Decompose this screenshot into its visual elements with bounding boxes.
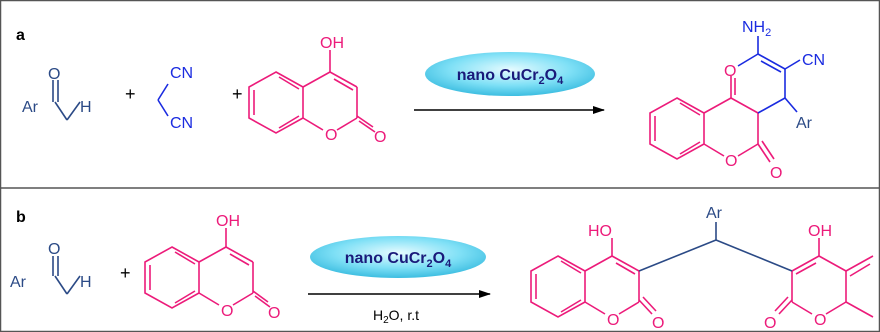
panel-b-product-bridge	[638, 222, 793, 272]
panel-b-conditions: H2O, r.t	[373, 307, 419, 326]
panel-a-malononitrile	[157, 83, 169, 117]
panel-a-catalyst-label: nano CuCr2O4	[457, 67, 564, 87]
panel-a-cn-bottom: CN	[170, 115, 193, 132]
panel-a-hydroxycoumarin	[248, 50, 376, 134]
panel-a-aldehyde-o: O	[48, 66, 60, 83]
panel-b-product-oh: OH	[808, 223, 832, 240]
panel-b-aldehyde-ar: Ar	[10, 274, 27, 291]
panel-a-plus-2: +	[232, 84, 243, 104]
panel-a-product-ar: Ar	[796, 115, 813, 132]
panel-a-cn-top: CN	[170, 65, 193, 82]
panel-a-plus-1: +	[125, 84, 136, 104]
panel-b-hydroxycoumarin	[144, 228, 271, 309]
panel-b-product-carbonyl-o-right: O	[764, 315, 776, 332]
panel-a-aldehyde-h: H	[80, 99, 92, 116]
panel-b-aldehyde-o: O	[48, 241, 60, 258]
panel-a-label: a	[16, 27, 25, 44]
panel-a-aldehyde	[52, 80, 81, 121]
panel-b-coumarin-carbonyl-o: O	[268, 305, 280, 322]
panel-b: b O Ar H + OH O O	[10, 205, 874, 332]
panel-b-catalyst-pill	[310, 236, 486, 278]
panel-a-product-nh2: NH2	[742, 19, 771, 39]
panel-b-product-carbonyl-o-left: O	[652, 315, 664, 332]
panel-a-coumarin-carbonyl-o: O	[374, 129, 386, 146]
panel-a-product-cn: CN	[802, 52, 825, 69]
panel-a-product-carbonyl-o: O	[770, 165, 782, 182]
panel-b-plus: +	[120, 263, 131, 283]
panel-b-catalyst-label: nano CuCr2O4	[345, 250, 452, 270]
panel-a-product-pyran	[737, 36, 801, 114]
panel-b-product-left	[530, 238, 657, 318]
panel-b-label: b	[16, 209, 26, 226]
panel-b-aldehyde	[52, 256, 81, 295]
panel-a-catalyst-pill	[425, 52, 595, 96]
panel-a-coumarin-ring-o: O	[325, 127, 337, 144]
panel-a-product-lactone-o: O	[725, 153, 737, 170]
panel-b-coumarin-ring-o: O	[221, 303, 233, 320]
panel-b-product-ring-o-right: O	[814, 312, 826, 329]
panel-b-product-ho: HO	[588, 223, 612, 240]
panel-b-coumarin-oh: OH	[216, 213, 240, 230]
panel-a-product	[649, 76, 775, 163]
panel-b-product-right	[774, 238, 874, 318]
panel-a-coumarin-oh: OH	[320, 35, 344, 52]
panel-b-product-ring-o-left: O	[607, 312, 619, 329]
panel-a-product-pyran-o: O	[724, 63, 736, 80]
panel-b-product-ar: Ar	[706, 205, 723, 222]
panel-a: a O Ar H + CN CN +	[16, 19, 825, 182]
panel-a-aldehyde-ar: Ar	[22, 99, 39, 116]
panel-b-aldehyde-h: H	[80, 274, 92, 291]
